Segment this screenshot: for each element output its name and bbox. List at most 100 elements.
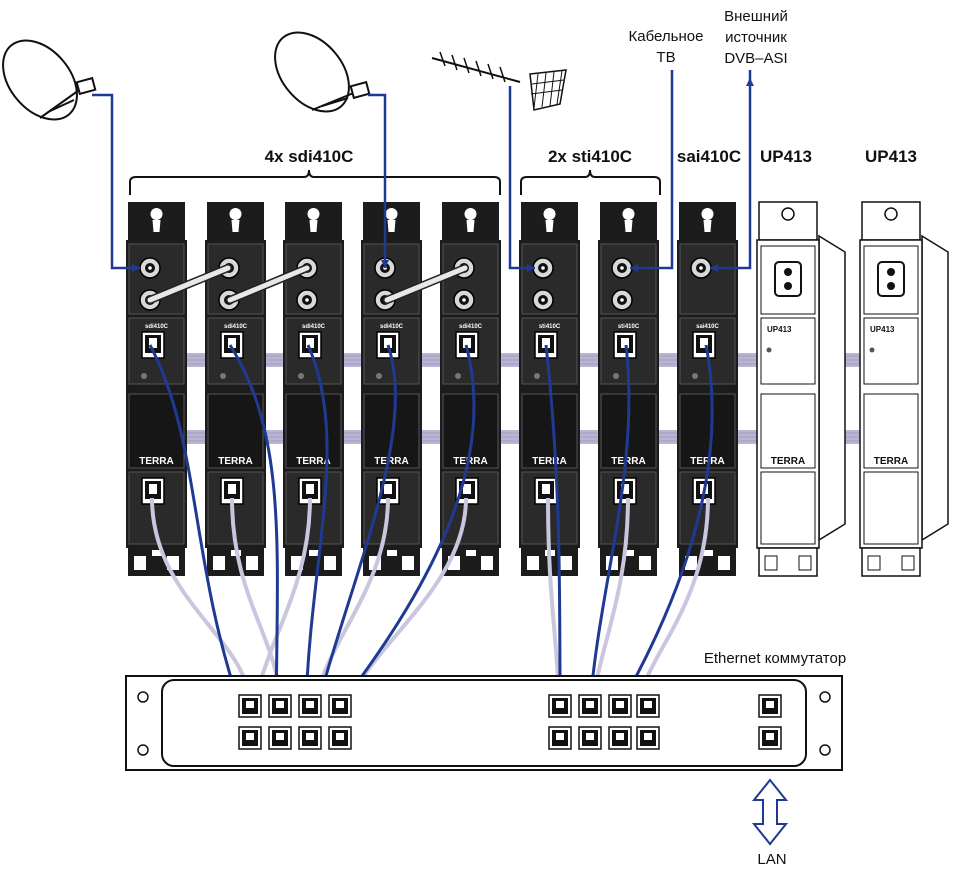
brand-label: TERRA — [453, 456, 487, 467]
sdi-group-brace — [129, 169, 501, 195]
ethernet-port-upper-icon[interactable] — [220, 331, 244, 359]
module-name-label: sdi410C — [302, 324, 326, 330]
brand-label: TERRA — [532, 456, 566, 467]
external-source-label-line3: DVB–ASI — [724, 50, 787, 67]
ethernet-switch — [125, 675, 843, 771]
module-sdi410C-4: sdi410C TERRA — [361, 202, 422, 576]
brand-label: TERRA — [374, 456, 408, 467]
brand-label: TERRA — [296, 456, 330, 467]
lan-label: LAN — [757, 851, 786, 868]
brand-label: TERRA — [139, 456, 173, 467]
mains-socket-icon[interactable] — [774, 261, 802, 297]
group-sti-label: 2x sti410C — [548, 147, 632, 166]
switch-ethernet-port-icon[interactable] — [636, 694, 660, 718]
rf-output-connector-icon[interactable] — [453, 289, 475, 311]
rf-input-connector-icon[interactable] — [532, 257, 554, 279]
rf-output-connector-icon[interactable] — [296, 289, 318, 311]
module-name-label: sti410C — [539, 324, 561, 330]
brand-label: TERRA — [218, 456, 252, 467]
switch-ethernet-port-icon[interactable] — [578, 694, 602, 718]
module-name-label: sdi410C — [145, 324, 169, 330]
power-unit-model-label: UP413 — [870, 325, 895, 334]
asi-to-sai — [710, 70, 752, 270]
switch-ethernet-port-icon[interactable] — [298, 726, 322, 750]
switch-ethernet-port-icon[interactable] — [578, 726, 602, 750]
status-led-icon — [220, 373, 226, 379]
rf-input-connector-icon[interactable] — [611, 257, 633, 279]
status-led-icon — [455, 373, 461, 379]
status-led-icon — [534, 373, 540, 379]
group-sdi-label: 4x sdi410C — [265, 147, 354, 166]
ethernet-port-upper-icon[interactable] — [692, 331, 716, 359]
rack-screw-icon — [137, 744, 149, 756]
rf-input-connector-icon[interactable] — [139, 257, 161, 279]
brand-label: TERRA — [771, 456, 805, 467]
switch-ethernet-port-icon[interactable] — [548, 726, 572, 750]
switch-ethernet-port-icon[interactable] — [238, 694, 262, 718]
switch-ethernet-port-icon[interactable] — [608, 726, 632, 750]
switch-ethernet-port-icon[interactable] — [636, 726, 660, 750]
ethernet-port-lower-icon[interactable] — [534, 477, 558, 505]
coax-dish1-to-sdi1 — [92, 93, 140, 270]
switch-ethernet-port-icon[interactable] — [758, 726, 782, 750]
status-led-icon — [613, 373, 619, 379]
up413-label-2: UP413 — [865, 147, 917, 166]
module-sdi410C-1: sdi410C TERRA — [126, 202, 187, 576]
satellite-dish-1-icon — [2, 39, 97, 121]
switch-ethernet-port-icon[interactable] — [268, 694, 292, 718]
switch-ethernet-port-icon[interactable] — [758, 694, 782, 718]
sai-label: sai410C — [677, 147, 741, 166]
ethernet-port-upper-icon[interactable] — [141, 331, 165, 359]
module-sdi410C-2: sdi410C TERRA — [205, 202, 266, 576]
brand-label: TERRA — [611, 456, 645, 467]
status-led-icon — [298, 373, 304, 379]
ethernet-port-lower-icon[interactable] — [220, 477, 244, 505]
module-name-label: sti410C — [618, 324, 640, 330]
module-name-label: sdi410C — [224, 324, 248, 330]
module-name-label: sdi410C — [459, 324, 483, 330]
cable-tv-label-line2: ТВ — [656, 49, 675, 66]
switch-ethernet-port-icon[interactable] — [298, 694, 322, 718]
rack-screw-icon — [819, 744, 831, 756]
rack-screw-icon — [819, 691, 831, 703]
switch-ethernet-port-icon[interactable] — [268, 726, 292, 750]
rf-input-connector-icon[interactable] — [690, 257, 712, 279]
ethernet-port-lower-icon[interactable] — [613, 477, 637, 505]
coax-arrowheads — [132, 78, 754, 272]
ethernet-port-upper-icon[interactable] — [613, 331, 637, 359]
sti-group-brace — [520, 169, 661, 195]
ethernet-port-lower-icon[interactable] — [298, 477, 322, 505]
mains-socket-icon[interactable] — [877, 261, 905, 297]
switch-ethernet-port-icon[interactable] — [238, 726, 262, 750]
external-source-label-line1: Внешний — [724, 8, 788, 25]
lan-double-arrow-icon — [751, 778, 789, 846]
loop-through-jumpers — [146, 264, 469, 304]
coax-antenna-to-sti1 — [508, 86, 535, 270]
satellite-dish-2-icon — [274, 31, 371, 113]
switch-ethernet-port-icon[interactable] — [328, 694, 352, 718]
coax-dish2-to-sdi4 — [368, 93, 387, 268]
modules-row: sdi410CTERRAsdi410CTERRAsdi410CTERRAsdi4… — [126, 202, 738, 576]
ethernet-port-upper-icon[interactable] — [298, 331, 322, 359]
status-led-icon — [141, 373, 147, 379]
external-source-label-line2: источник — [725, 29, 787, 46]
ethernet-port-lower-icon[interactable] — [376, 477, 400, 505]
terrestrial-antenna-icon — [431, 51, 567, 111]
switch-label: Ethernet коммутатор — [704, 650, 846, 667]
coax-cables — [92, 70, 752, 270]
coax-cabletv-to-sti2 — [630, 70, 674, 270]
module-name-label: sdi410C — [380, 324, 404, 330]
cable-tv-label-line1: Кабельное — [629, 28, 704, 45]
module-sdi410C-3: sdi410C TERRA — [283, 202, 344, 576]
switch-ethernet-port-icon[interactable] — [328, 726, 352, 750]
switch-ethernet-port-icon[interactable] — [548, 694, 572, 718]
rf-output-connector-icon[interactable] — [532, 289, 554, 311]
switch-ethernet-port-icon[interactable] — [608, 694, 632, 718]
rf-output-connector-icon[interactable] — [611, 289, 633, 311]
status-led-icon — [692, 373, 698, 379]
